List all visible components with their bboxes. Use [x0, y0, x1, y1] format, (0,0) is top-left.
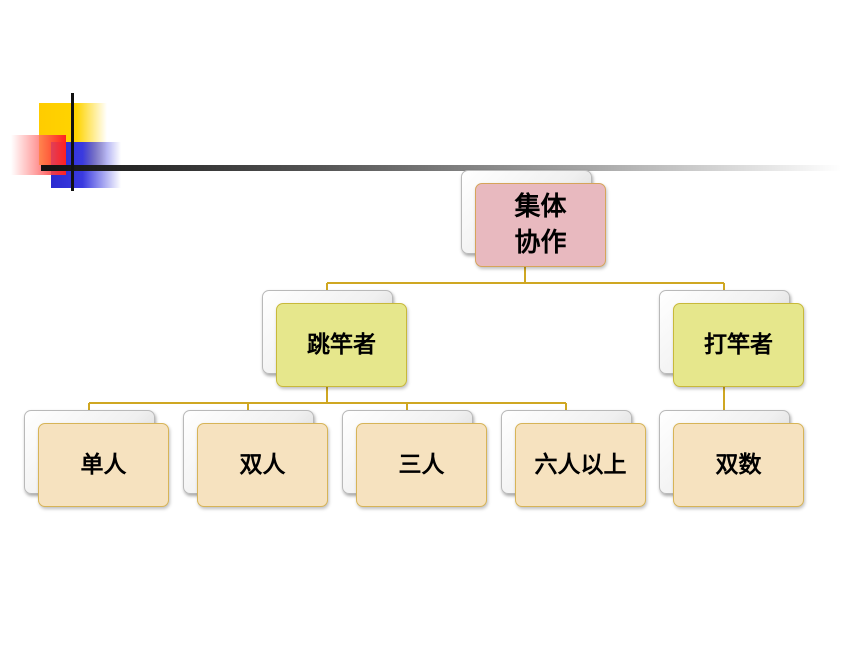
corner-decoration: [0, 0, 860, 200]
node-leaf-2-card: 双人: [197, 423, 328, 507]
node-leaf-2: 双人: [183, 410, 328, 507]
node-branch-1-label: 跳竿者: [307, 332, 376, 358]
node-leaf-1: 单人: [24, 410, 169, 507]
node-root-label-line-1: 集体: [514, 192, 567, 222]
node-leaf-3-label: 三人: [398, 452, 445, 478]
node-leaf-3: 三人: [342, 410, 487, 507]
node-leaf-4-label: 六人以上: [534, 452, 627, 478]
node-branch-2: 打竿者: [659, 290, 804, 387]
node-leaf-5: 双数: [659, 410, 804, 507]
node-leaf-3-card: 三人: [356, 423, 487, 507]
node-root: 集体 协作: [461, 170, 606, 267]
node-leaf-1-card: 单人: [38, 423, 169, 507]
node-leaf-2-label: 双人: [239, 452, 286, 478]
node-branch-1-card: 跳竿者: [276, 303, 407, 387]
node-leaf-5-label: 双数: [715, 452, 762, 478]
horizontal-rule: [41, 165, 841, 171]
node-branch-1: 跳竿者: [262, 290, 407, 387]
node-leaf-5-card: 双数: [673, 423, 804, 507]
node-branch-2-card: 打竿者: [673, 303, 804, 387]
node-leaf-4-card: 六人以上: [515, 423, 646, 507]
node-leaf-1-label: 单人: [80, 452, 127, 478]
node-root-label-line-2: 协作: [514, 228, 567, 258]
node-branch-2-label: 打竿者: [704, 332, 773, 358]
vertical-rule: [71, 93, 74, 191]
node-leaf-4: 六人以上: [501, 410, 646, 507]
node-root-card: 集体 协作: [475, 183, 606, 267]
